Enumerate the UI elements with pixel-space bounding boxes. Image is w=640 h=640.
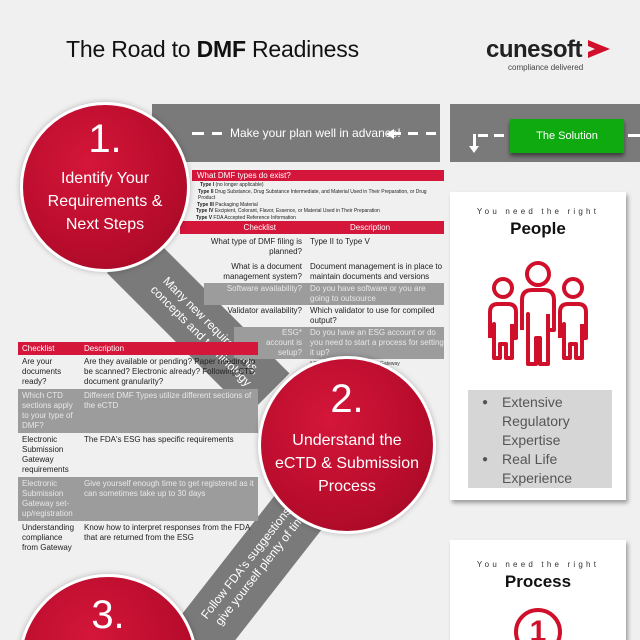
step-number: 1. (88, 117, 122, 161)
step-label-line: Process (318, 478, 376, 495)
table-row: Which CTD sections apply to your type of… (18, 389, 258, 433)
process-card: You need the right Process 1 (450, 540, 626, 640)
numbered-step-one-icon: 1 (514, 608, 562, 640)
step-label-line: Understand the (292, 432, 402, 449)
row-description: Give yourself enough time to get registe… (84, 479, 254, 498)
row-question: What is a document management system? (223, 262, 302, 281)
row-description: Different DMF Types utilize different se… (84, 391, 252, 410)
card-kicker: You need the right (476, 207, 600, 216)
row-question: What type of DMF filing is planned? (210, 237, 302, 256)
row-question: Software availability? (226, 284, 302, 293)
bullet-item: ● Real Life Experience (468, 450, 612, 488)
table-row: Understanding compliance from Gateway Kn… (18, 521, 258, 555)
row-checklist: Electronic Submission Gateway set-up/reg… (22, 479, 73, 518)
logo-arrow-icon (588, 40, 610, 58)
road-top-text: Make your plan well in advance! (230, 126, 401, 140)
step-label-line: Identify Your (60, 170, 150, 187)
bullet-text: Extensive Regulatory Expertise (502, 394, 570, 448)
logo-wordmark: cunesoft (486, 36, 583, 63)
table-row: Software availability? Do you have softw… (204, 283, 444, 305)
dmf-types-list: Type I (no longer applicable) Type II Dr… (192, 181, 444, 222)
row-answer: Do you have software or you are going to… (310, 284, 426, 303)
logo-tagline: compliance delivered (508, 63, 584, 72)
dmf-type-item: Type II Drug Substance, Drug Substance I… (198, 188, 427, 202)
dmf-type-item: Type III Packaging Material (197, 201, 258, 208)
road-dash (478, 134, 488, 137)
table-row: Electronic Submission Gateway requiremen… (18, 433, 258, 477)
step-number: 2. (330, 377, 364, 421)
dmf-types-heading: What DMF types do exist? (192, 170, 444, 181)
road-dash (408, 132, 418, 135)
road-dash (494, 134, 504, 137)
row-description: Know how to interpret responses from the… (84, 523, 250, 542)
road-dash (192, 132, 204, 135)
table-row: ESG* account is setup? Do you have an ES… (234, 327, 444, 359)
row-answer: Which validator to use for compiled outp… (310, 306, 435, 325)
row-question: ESG* account is setup? (265, 328, 302, 357)
table-row: What is a document management system? Do… (180, 261, 444, 283)
people-card: You need the right People ● Extensive Re… (450, 192, 626, 500)
cunesoft-logo: cunesoft compliance delivered (486, 36, 610, 72)
bullet-dot: ● (481, 397, 489, 408)
road-top: Make your plan well in advance! (152, 104, 440, 162)
row-checklist: Electronic Submission Gateway requiremen… (22, 435, 69, 474)
dmf-types-box: What DMF types do exist? Type I (no long… (192, 170, 444, 222)
column-checklist: Checklist (22, 344, 55, 353)
road-dash (426, 132, 436, 135)
bullet-item: ● Extensive Regulatory Expertise (468, 393, 612, 450)
arrow-down-icon (469, 146, 479, 153)
step-3-circle: 3. Prepare Your (18, 574, 198, 640)
table-header: Checklist Description (18, 342, 258, 355)
step-label-line: eCTD & Submission (274, 455, 420, 472)
column-checklist: Checklist (243, 223, 276, 232)
row-answer: Document management is in place to maint… (310, 262, 443, 281)
people-bullets: ● Extensive Regulatory Expertise ● Real … (468, 390, 612, 488)
row-checklist: Which CTD sections apply to your type of… (22, 391, 73, 430)
arrow-down-stem (473, 134, 476, 146)
road-dash (393, 132, 401, 135)
people-group-icon (488, 261, 588, 366)
road-right: The Solution (450, 104, 640, 162)
row-checklist: Are your documents ready? (22, 357, 62, 386)
row-answer: Type II to Type V (310, 237, 370, 246)
table-row: What type of DMF filing is planned? Type… (180, 234, 444, 261)
table-row: Are your documents ready? Are they avail… (18, 355, 258, 389)
title-suffix: Readiness (245, 36, 359, 62)
step-number: 3. (91, 593, 125, 637)
table-row: Validator availability? Which validator … (180, 305, 444, 327)
row-description: Are they available or pending? Paper nee… (84, 357, 256, 386)
dmf-type-item: Type IV Excipient, Colorant, Flavor, Ess… (196, 208, 380, 214)
bullet-dot: ● (481, 454, 489, 465)
step2-checklist-table: Checklist Description Are your documents… (18, 342, 258, 555)
row-checklist: Understanding compliance from Gateway (22, 523, 75, 552)
table-row: Electronic Submission Gateway set-up/reg… (18, 477, 258, 521)
step-label-line: Requirements & (47, 193, 163, 210)
card-heading: People (510, 219, 566, 238)
dmf-type-item: Type V FDA Accepted Reference Informatio… (196, 214, 296, 221)
road-dash (212, 132, 222, 135)
bullet-text: Real Life Experience (502, 451, 573, 486)
step-2-circle: 2. Understand the eCTD & Submission Proc… (258, 356, 436, 534)
column-description: Description (84, 344, 125, 353)
title-prefix: The Road to (66, 36, 197, 62)
column-description: Description (350, 223, 391, 232)
arrow-left-icon (386, 129, 394, 139)
dmf-type-item: Type I (no longer applicable) (200, 182, 264, 188)
row-description: The FDA's ESG has specific requirements (84, 435, 234, 444)
step-label-line: Next Steps (65, 216, 145, 233)
row-question: Validator availability? (227, 306, 302, 315)
road-dash (628, 134, 640, 137)
row-answer: Do you have an ESG account or do you nee… (310, 328, 444, 357)
the-solution-button[interactable]: The Solution (510, 119, 624, 153)
step-1-circle: 1. Identify Your Requirements & Next Ste… (20, 102, 190, 272)
title-bold: DMF (196, 36, 246, 62)
card-kicker: You need the right (476, 560, 600, 569)
card-heading: Process (504, 572, 572, 591)
table-header: Checklist Description (180, 221, 444, 234)
page-title: The Road to DMF Readiness (66, 36, 359, 63)
